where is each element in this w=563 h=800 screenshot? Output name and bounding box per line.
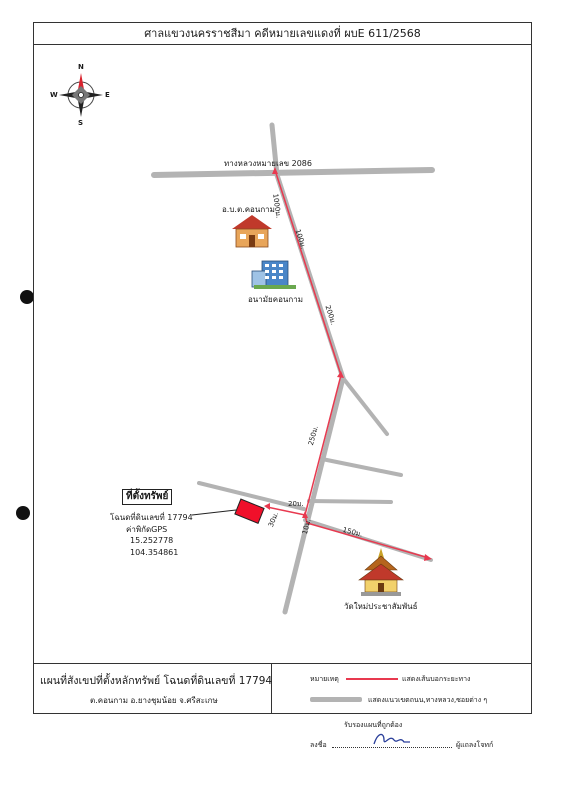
health-center-icon (251, 260, 296, 289)
distance-lines (266, 169, 430, 559)
compass-n-label: N (78, 63, 84, 71)
temple-icon (358, 548, 404, 596)
temple-label: วัดใหม่ประชาสัมพันธ์ (344, 602, 418, 611)
school-building-icon (232, 215, 272, 248)
footer-title: แผนที่สังเขปที่ตั้งหลักทรัพย์ โฉนดที่ดิน… (40, 675, 273, 687)
punch-hole-bottom (16, 506, 30, 520)
map-drawing (59, 73, 435, 615)
side-road-east-1 (341, 376, 389, 436)
property-gps-label: ค่าพิกัดGPS (126, 525, 168, 534)
legend-block: หมายเหตุ แสดงเส้นบอกระยะทาง แสดงแนวเขตถน… (272, 664, 531, 714)
legend-heading: หมายเหตุ (310, 675, 339, 683)
legend-gray-line-swatch (310, 697, 362, 702)
property-lon: 104.354861 (130, 548, 179, 557)
map-canvas: ทางหลวงหมายเลข 2086 อ.บ.ต.คอนกาม อนามัยค… (34, 45, 531, 663)
footer-location: ต.คอนกาม อ.ยางชุมน้อย จ.ศรีสะเกษ (90, 696, 218, 705)
cross-road-east (307, 499, 393, 504)
document-title: ศาลแขวงนครราชสีมา คดีหมายเลขแดงที่ ผบE 6… (34, 23, 531, 45)
school-label: อ.บ.ต.คอนกาม (222, 205, 275, 214)
map-footer: แผนที่สังเขปที่ตั้งหลักทรัพย์ โฉนดที่ดิน… (34, 663, 531, 714)
compass-s-label: S (78, 119, 84, 127)
main-road-north (269, 122, 280, 178)
compass-w-label: W (50, 91, 58, 99)
health-center-label: อนามัยคอนกาม (248, 295, 303, 304)
signature-block: รับรองแผนที่ถูกต้อง ลงชื่อ ผู้แถลงโจทก์ (310, 720, 530, 760)
highway-2086 (151, 167, 435, 178)
map-frame: ศาลแขวงนครราชสีมา คดีหมายเลขแดงที่ ผบE 6… (33, 22, 532, 714)
highway-label: ทางหลวงหมายเลข 2086 (224, 159, 312, 168)
property-pointer-line (191, 509, 237, 516)
legend-red-line-swatch (346, 678, 398, 680)
compass-rose-icon (59, 73, 103, 117)
signature-role: ผู้แถลงโจทก์ (456, 741, 494, 749)
footer-title-block: แผนที่สังเขปที่ตั้งหลักทรัพย์ โฉนดที่ดิน… (34, 664, 272, 714)
cross-road-west (197, 481, 306, 511)
property-lat: 15.252778 (130, 536, 174, 545)
signature-caption: รับรองแผนที่ถูกต้อง (344, 721, 403, 729)
property-heading: ที่ตั้งทรัพย์ (122, 489, 173, 505)
road-network (151, 122, 435, 615)
legend-red-line-text: แสดงเส้นบอกระยะทาง (402, 675, 471, 683)
main-road-south (282, 375, 346, 615)
punch-hole-top (20, 290, 34, 304)
side-road-east-2 (320, 457, 403, 477)
property-deed: โฉนดที่ดินเลขที่ 17794 (110, 513, 193, 522)
distance-label-20m: 20ม. (288, 500, 304, 508)
signature-prefix: ลงชื่อ (310, 741, 327, 749)
legend-gray-line-text: แสดงแนวเขตถนน,ทางหลวง,ซอยต่าง ๆ (368, 696, 488, 704)
property-parcel (234, 498, 265, 524)
compass-e-label: E (105, 91, 110, 99)
signature-dotted-line (332, 747, 452, 748)
distance-arrowheads (264, 167, 432, 561)
signature-scribble (373, 733, 410, 745)
